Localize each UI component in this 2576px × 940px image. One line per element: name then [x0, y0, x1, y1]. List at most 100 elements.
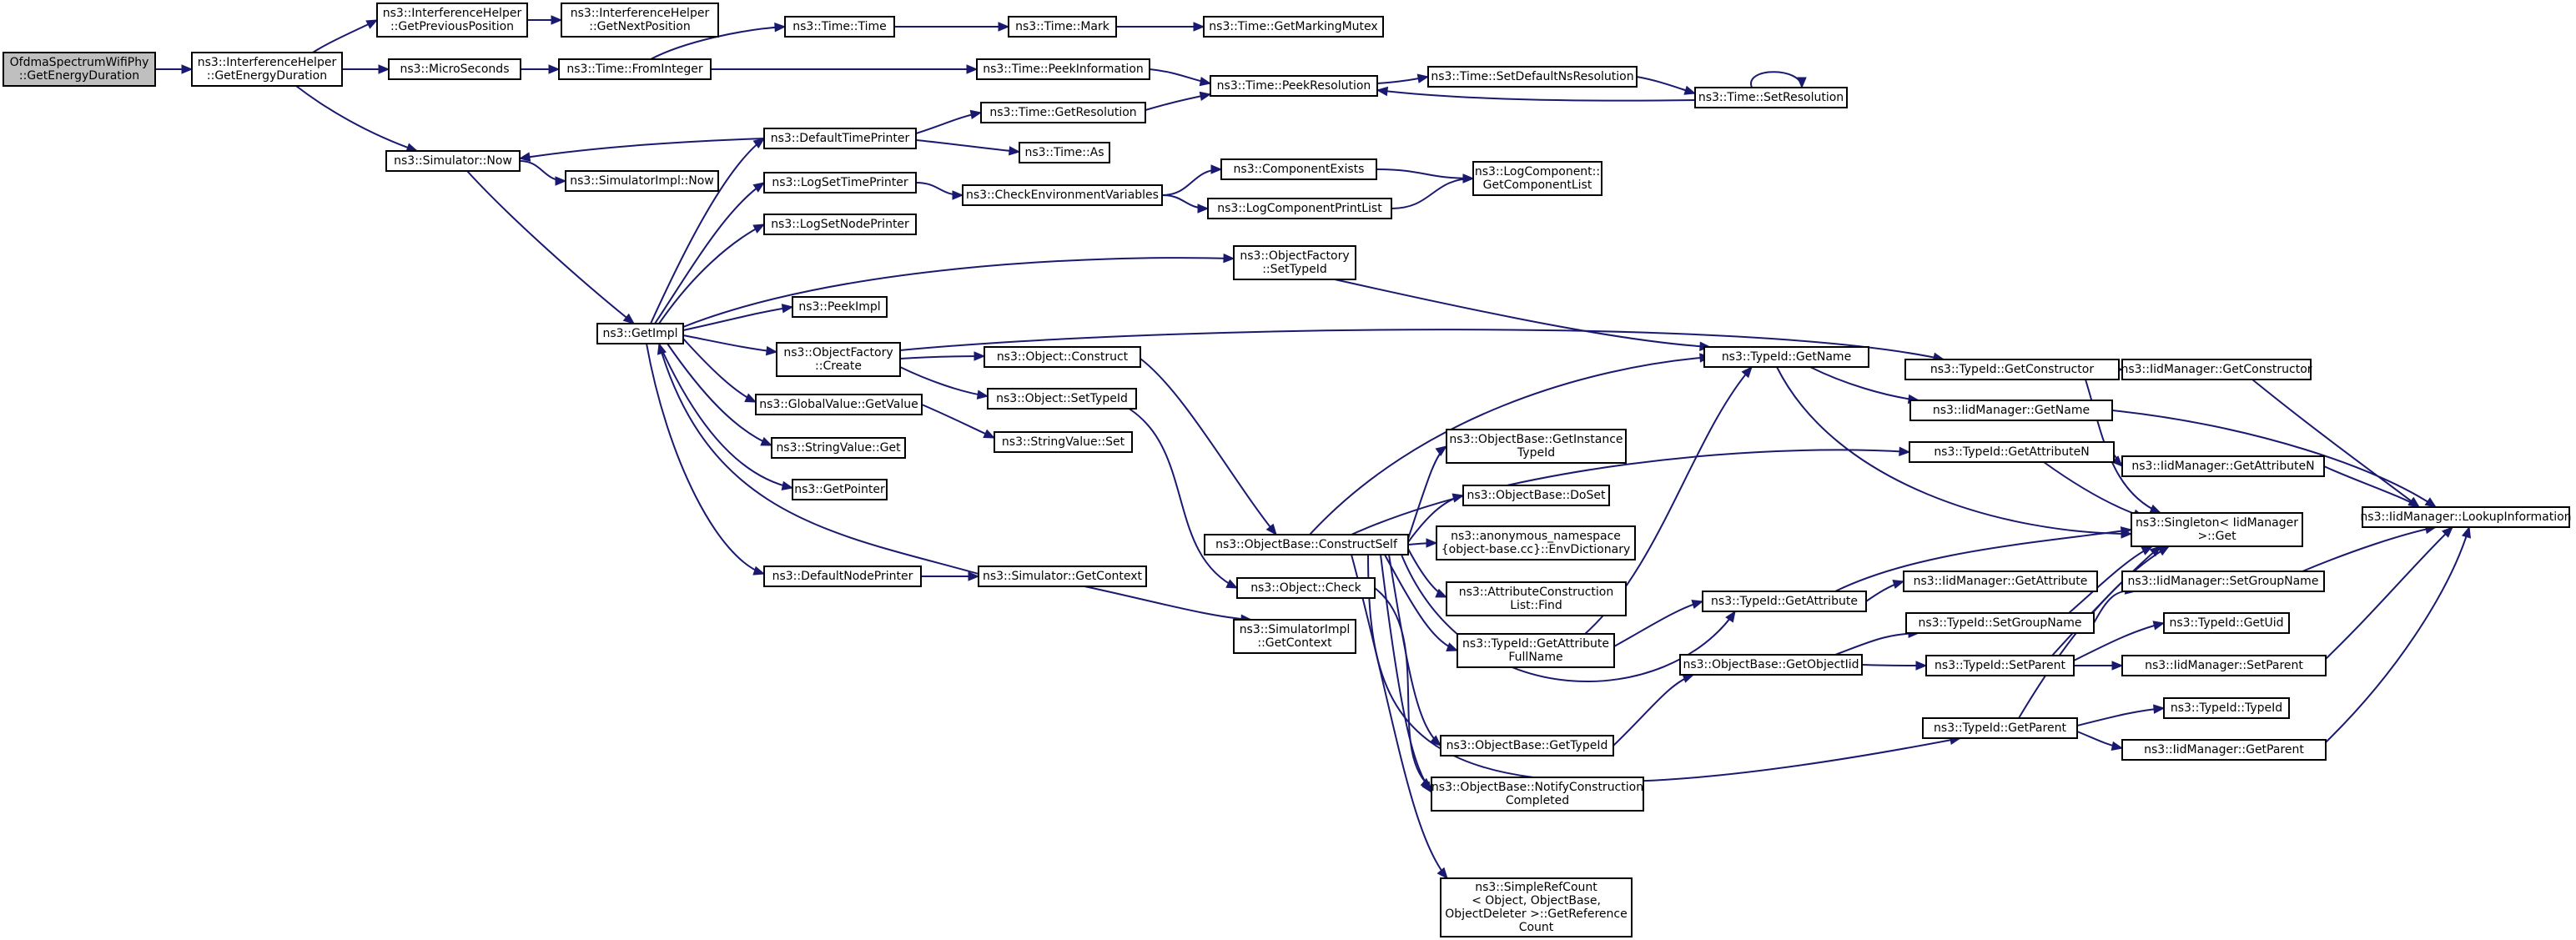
function-node[interactable]: ns3::IidManager::GetAttributeN [2121, 455, 2325, 477]
edge-n57-to-n58 [2073, 621, 2166, 661]
node-box [558, 58, 712, 80]
function-node[interactable]: ns3::Time::SetResolution [1694, 87, 1848, 108]
function-node[interactable]: ns3::CheckEnvironmentVariables [962, 184, 1163, 206]
function-node[interactable]: ns3::ObjectBase::GetObjectIid [1679, 654, 1863, 676]
function-node[interactable]: ns3::Time::GetMarkingMutex [1203, 16, 1384, 38]
function-node[interactable]: ns3::ObjectBase::ConstructSelf [1204, 534, 1409, 555]
function-node[interactable]: ns3::Simulator::Now [385, 150, 521, 172]
function-node[interactable]: ns3::GlobalValue::GetValue [755, 394, 923, 415]
function-node[interactable]: ns3::Object::Construct [984, 346, 1141, 368]
node-label: List::Find [1510, 599, 1562, 612]
node-label: ns3::LogComponentPrintList [1217, 202, 1382, 215]
function-node[interactable]: ns3::LogComponentPrintList [1207, 198, 1392, 219]
function-node[interactable]: ns3::TypeId::SetGroupName [1905, 612, 2095, 634]
node-label: ns3::ObjectFactory [783, 346, 893, 359]
function-node[interactable]: ns3::ObjectFactory::Create [776, 342, 901, 377]
function-node[interactable]: ns3::SimulatorImpl::GetContext [1233, 619, 1356, 654]
function-node[interactable]: ns3::Time::GetResolution [980, 102, 1146, 123]
function-node[interactable]: ns3::DefaultTimePrinter [763, 128, 917, 149]
function-node[interactable]: ns3::TypeId::GetAttribute [1702, 591, 1867, 612]
function-node[interactable]: ns3::Object::Check [1236, 577, 1376, 599]
function-node[interactable]: ns3::GetImpl [596, 323, 684, 344]
node-label: TypeId [1517, 446, 1555, 460]
function-node[interactable]: ns3::ObjectFactory::SetTypeId [1233, 245, 1356, 280]
arrowhead [1210, 164, 1223, 174]
node-label: ns3::TypeId::GetAttributeN [1934, 445, 2089, 459]
function-node[interactable]: ns3::GetPointer [792, 479, 888, 500]
node-label: ns3::StringValue::Set [1002, 435, 1125, 449]
node-box [2131, 512, 2303, 547]
edge-n27-to-n28 [899, 351, 986, 361]
function-node[interactable]: ns3::LogSetTimePrinter [763, 172, 917, 194]
root-function-node[interactable]: OfdmaSpectrumWifiPhy::GetEnergyDuration [3, 52, 156, 87]
arrowhead [1376, 86, 1389, 97]
function-node[interactable]: ns3::Time::SetDefaultNsResolution [1427, 66, 1638, 88]
function-node[interactable]: ns3::Time::FromInteger [558, 58, 712, 80]
function-node[interactable]: ns3::SimpleRefCount< Object, ObjectBase,… [1440, 877, 1633, 937]
function-node[interactable]: ns3::anonymous_namespace{object-base.cc}… [1436, 525, 1636, 560]
function-node[interactable]: ns3::IidManager::LookupInformation [2360, 506, 2572, 528]
node-box [1236, 577, 1376, 599]
node-label: ns3::ObjectFactory [1240, 249, 1349, 263]
function-node[interactable]: ns3::DefaultNodePrinter [763, 566, 922, 587]
function-node[interactable]: ns3::ComponentExists [1220, 158, 1377, 180]
function-node[interactable]: ns3::Time::Mark [1008, 16, 1117, 38]
function-node[interactable]: ns3::IidManager::GetParent [2121, 739, 2327, 761]
function-node[interactable]: ns3::TypeId::TypeId [2163, 697, 2290, 719]
function-node[interactable]: ns3::InterferenceHelper::GetPreviousPosi… [376, 3, 528, 38]
function-node[interactable]: ns3::PeekImpl [792, 296, 888, 318]
node-box [1909, 441, 2115, 463]
function-node[interactable]: ns3::TypeId::GetConstructor [1904, 359, 2120, 380]
function-node[interactable]: ns3::Time::As [1019, 142, 1110, 163]
function-node[interactable]: ns3::IidManager::GetConstructor [2121, 359, 2312, 380]
node-label: ::GetEnergyDuration [19, 69, 139, 83]
arrowhead [983, 429, 996, 439]
function-node[interactable]: ns3::ObjectBase::NotifyConstructionCompl… [1431, 777, 1644, 812]
function-node[interactable]: ns3::SimulatorImpl::Now [565, 170, 719, 192]
function-node[interactable]: ns3::Time::Time [784, 16, 895, 38]
arrowhead [2111, 661, 2124, 671]
arrowhead [1915, 661, 1928, 671]
function-node[interactable]: ns3::Object::SetTypeId [987, 388, 1137, 410]
edge-n13-to-n26 [466, 170, 636, 324]
node-label: ns3::IidManager::SetParent [2145, 659, 2303, 672]
function-node[interactable]: ns3::TypeId::GetAttributeN [1909, 441, 2115, 463]
function-node[interactable]: ns3::TypeId::GetParent [1922, 717, 2078, 739]
function-node[interactable]: ns3::IidManager::SetParent [2121, 655, 2327, 676]
node-label: Completed [1506, 794, 1569, 807]
function-node[interactable]: ns3::MicroSeconds [388, 58, 521, 80]
node-label: ns3::TypeId::GetParent [1934, 721, 2066, 735]
edge-n15-to-n17 [915, 139, 1021, 156]
function-node[interactable]: ns3::Simulator::GetContext [978, 566, 1147, 587]
edge-n11-to-n12 [1636, 76, 1697, 95]
function-node[interactable]: ns3::Time::PeekResolution [1210, 75, 1378, 97]
function-node[interactable]: ns3::IidManager::GetAttribute [1903, 571, 2098, 592]
function-node[interactable]: ns3::TypeId::GetName [1703, 346, 1869, 368]
function-node[interactable]: ns3::StringValue::Get [771, 437, 906, 459]
function-node[interactable]: ns3::ObjectBase::GetTypeId [1440, 735, 1614, 757]
function-node[interactable]: ns3::InterferenceHelper::GetEnergyDurati… [191, 52, 343, 87]
function-node[interactable]: ns3::Time::PeekInformation [976, 58, 1150, 80]
function-node[interactable]: ns3::IidManager::SetGroupName [2121, 571, 2325, 592]
function-node[interactable]: ns3::Singleton< IidManager >::Get [2131, 512, 2303, 547]
arrowhead [551, 15, 563, 25]
function-node[interactable]: ns3::StringValue::Set [994, 431, 1133, 453]
function-node[interactable]: ns3::InterferenceHelper::GetNextPosition [561, 3, 719, 38]
arrowhead [2461, 525, 2471, 539]
function-node[interactable]: ns3::TypeId::SetParent [1925, 655, 2075, 676]
function-node[interactable]: ns3::IidManager::GetName [1909, 400, 2113, 421]
node-box [987, 388, 1137, 410]
node-label: ns3::Time::Time [792, 20, 886, 33]
edge-n59-to-n45 [2325, 526, 2453, 660]
edge-n61-to-n63 [2076, 731, 2124, 751]
arrowhead [952, 190, 964, 200]
edge-n38-to-n64 [1374, 587, 1433, 789]
function-node[interactable]: ns3::ObjectBase::DoSet [1462, 485, 1610, 506]
edge-n15-to-n16 [915, 109, 983, 134]
function-node[interactable]: ns3::LogSetNodePrinter [763, 214, 917, 235]
function-node[interactable]: ns3::TypeId::GetUid [2163, 612, 2290, 634]
function-node[interactable]: ns3::LogComponent::GetComponentList [1472, 161, 1602, 196]
